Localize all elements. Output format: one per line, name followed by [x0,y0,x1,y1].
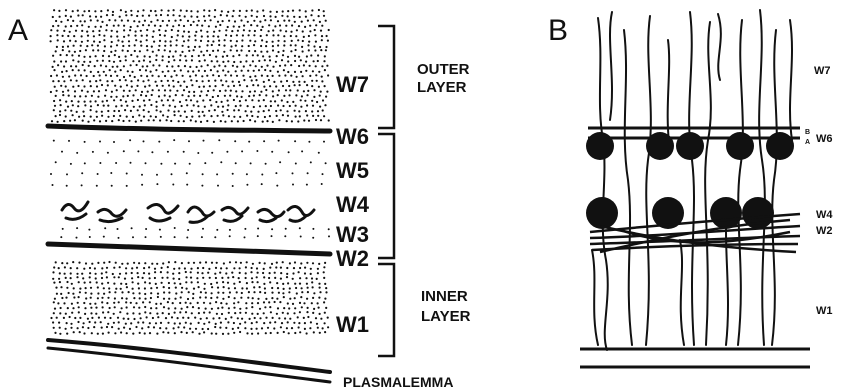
label-b-w4: W4 [816,209,833,221]
label-w6: W6 [336,124,369,149]
panel-a-letter: A [8,14,28,47]
label-b-w2: W2 [816,225,833,237]
panel-b: B [548,10,833,367]
label-b-w1: W1 [816,305,833,317]
outer-layer-label-1: OUTER [417,61,470,78]
fibrils [592,10,792,350]
stipple-texture [50,9,331,335]
outer-layer-label-2: LAYER [417,79,467,96]
label-b-w6: W6 [816,133,833,145]
label-w4: W4 [336,192,370,217]
label-b-w7: W7 [814,65,831,77]
inner-layer-label-1: INNER [421,288,468,305]
small-mark-b: B [805,129,810,136]
panel-b-letter: B [548,14,568,47]
plasmalemma-label: PLASMALEMMA [343,374,453,390]
inner-layer-label-2: LAYER [421,308,471,325]
small-mark-a: A [805,139,810,146]
label-w7: W7 [336,72,369,97]
label-w3: W3 [336,222,369,247]
granules [586,132,794,229]
w4-granules [62,202,314,222]
label-w1: W1 [336,312,369,337]
label-w5: W5 [336,158,369,183]
layer-bracket [378,26,394,356]
label-w2: W2 [336,246,369,271]
panel-a: A W7 W6 W5 W4 W3 [8,9,471,390]
